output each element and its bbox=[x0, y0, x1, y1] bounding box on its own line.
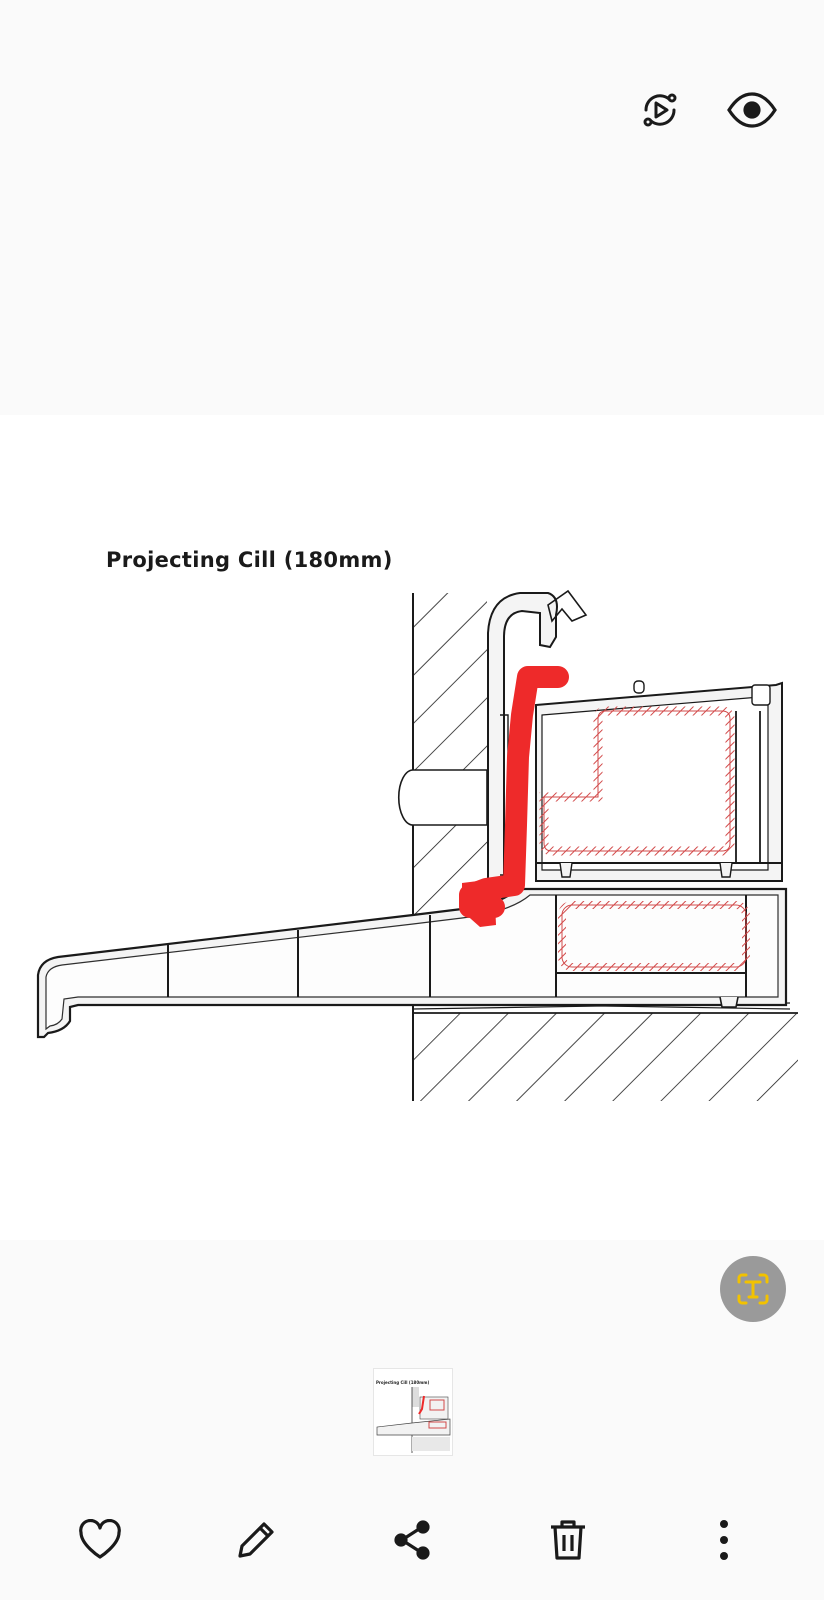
thumbnail-title: Projecting Cill (180mm) bbox=[376, 1380, 430, 1385]
more-vertical-icon bbox=[720, 1520, 728, 1560]
edit-button[interactable] bbox=[228, 1512, 284, 1568]
delete-button[interactable] bbox=[540, 1512, 596, 1568]
share-icon bbox=[394, 1520, 430, 1560]
drawing-title: Projecting Cill (180mm) bbox=[106, 548, 393, 572]
red-markup-stroke bbox=[459, 666, 569, 927]
bottom-panel: Projecting Cill (180mm) bbox=[0, 1240, 824, 1600]
heart-icon bbox=[79, 1519, 121, 1559]
remaster-play-icon[interactable] bbox=[632, 82, 688, 138]
reinforcement-lower bbox=[558, 901, 750, 971]
trash-icon bbox=[551, 1520, 585, 1560]
share-button[interactable] bbox=[384, 1512, 440, 1568]
text-scan-icon bbox=[737, 1273, 769, 1305]
window-frame bbox=[487, 589, 783, 882]
eye-icon[interactable] bbox=[724, 82, 780, 138]
pencil-icon bbox=[238, 1522, 274, 1558]
photo-thumbnail[interactable]: Projecting Cill (180mm) bbox=[373, 1368, 453, 1456]
photo-viewer[interactable]: Projecting Cill (180mm) bbox=[0, 415, 824, 1240]
action-bar bbox=[0, 1502, 824, 1572]
lower-wall bbox=[412, 1002, 798, 1101]
more-options-button[interactable] bbox=[696, 1512, 752, 1568]
reinforcement-upper bbox=[539, 706, 735, 856]
text-extract-button[interactable] bbox=[720, 1256, 786, 1322]
upper-wall bbox=[397, 593, 488, 1101]
top-bar bbox=[0, 0, 824, 415]
cill-cross-section-drawing bbox=[36, 589, 798, 1101]
favorite-button[interactable] bbox=[72, 1512, 128, 1568]
